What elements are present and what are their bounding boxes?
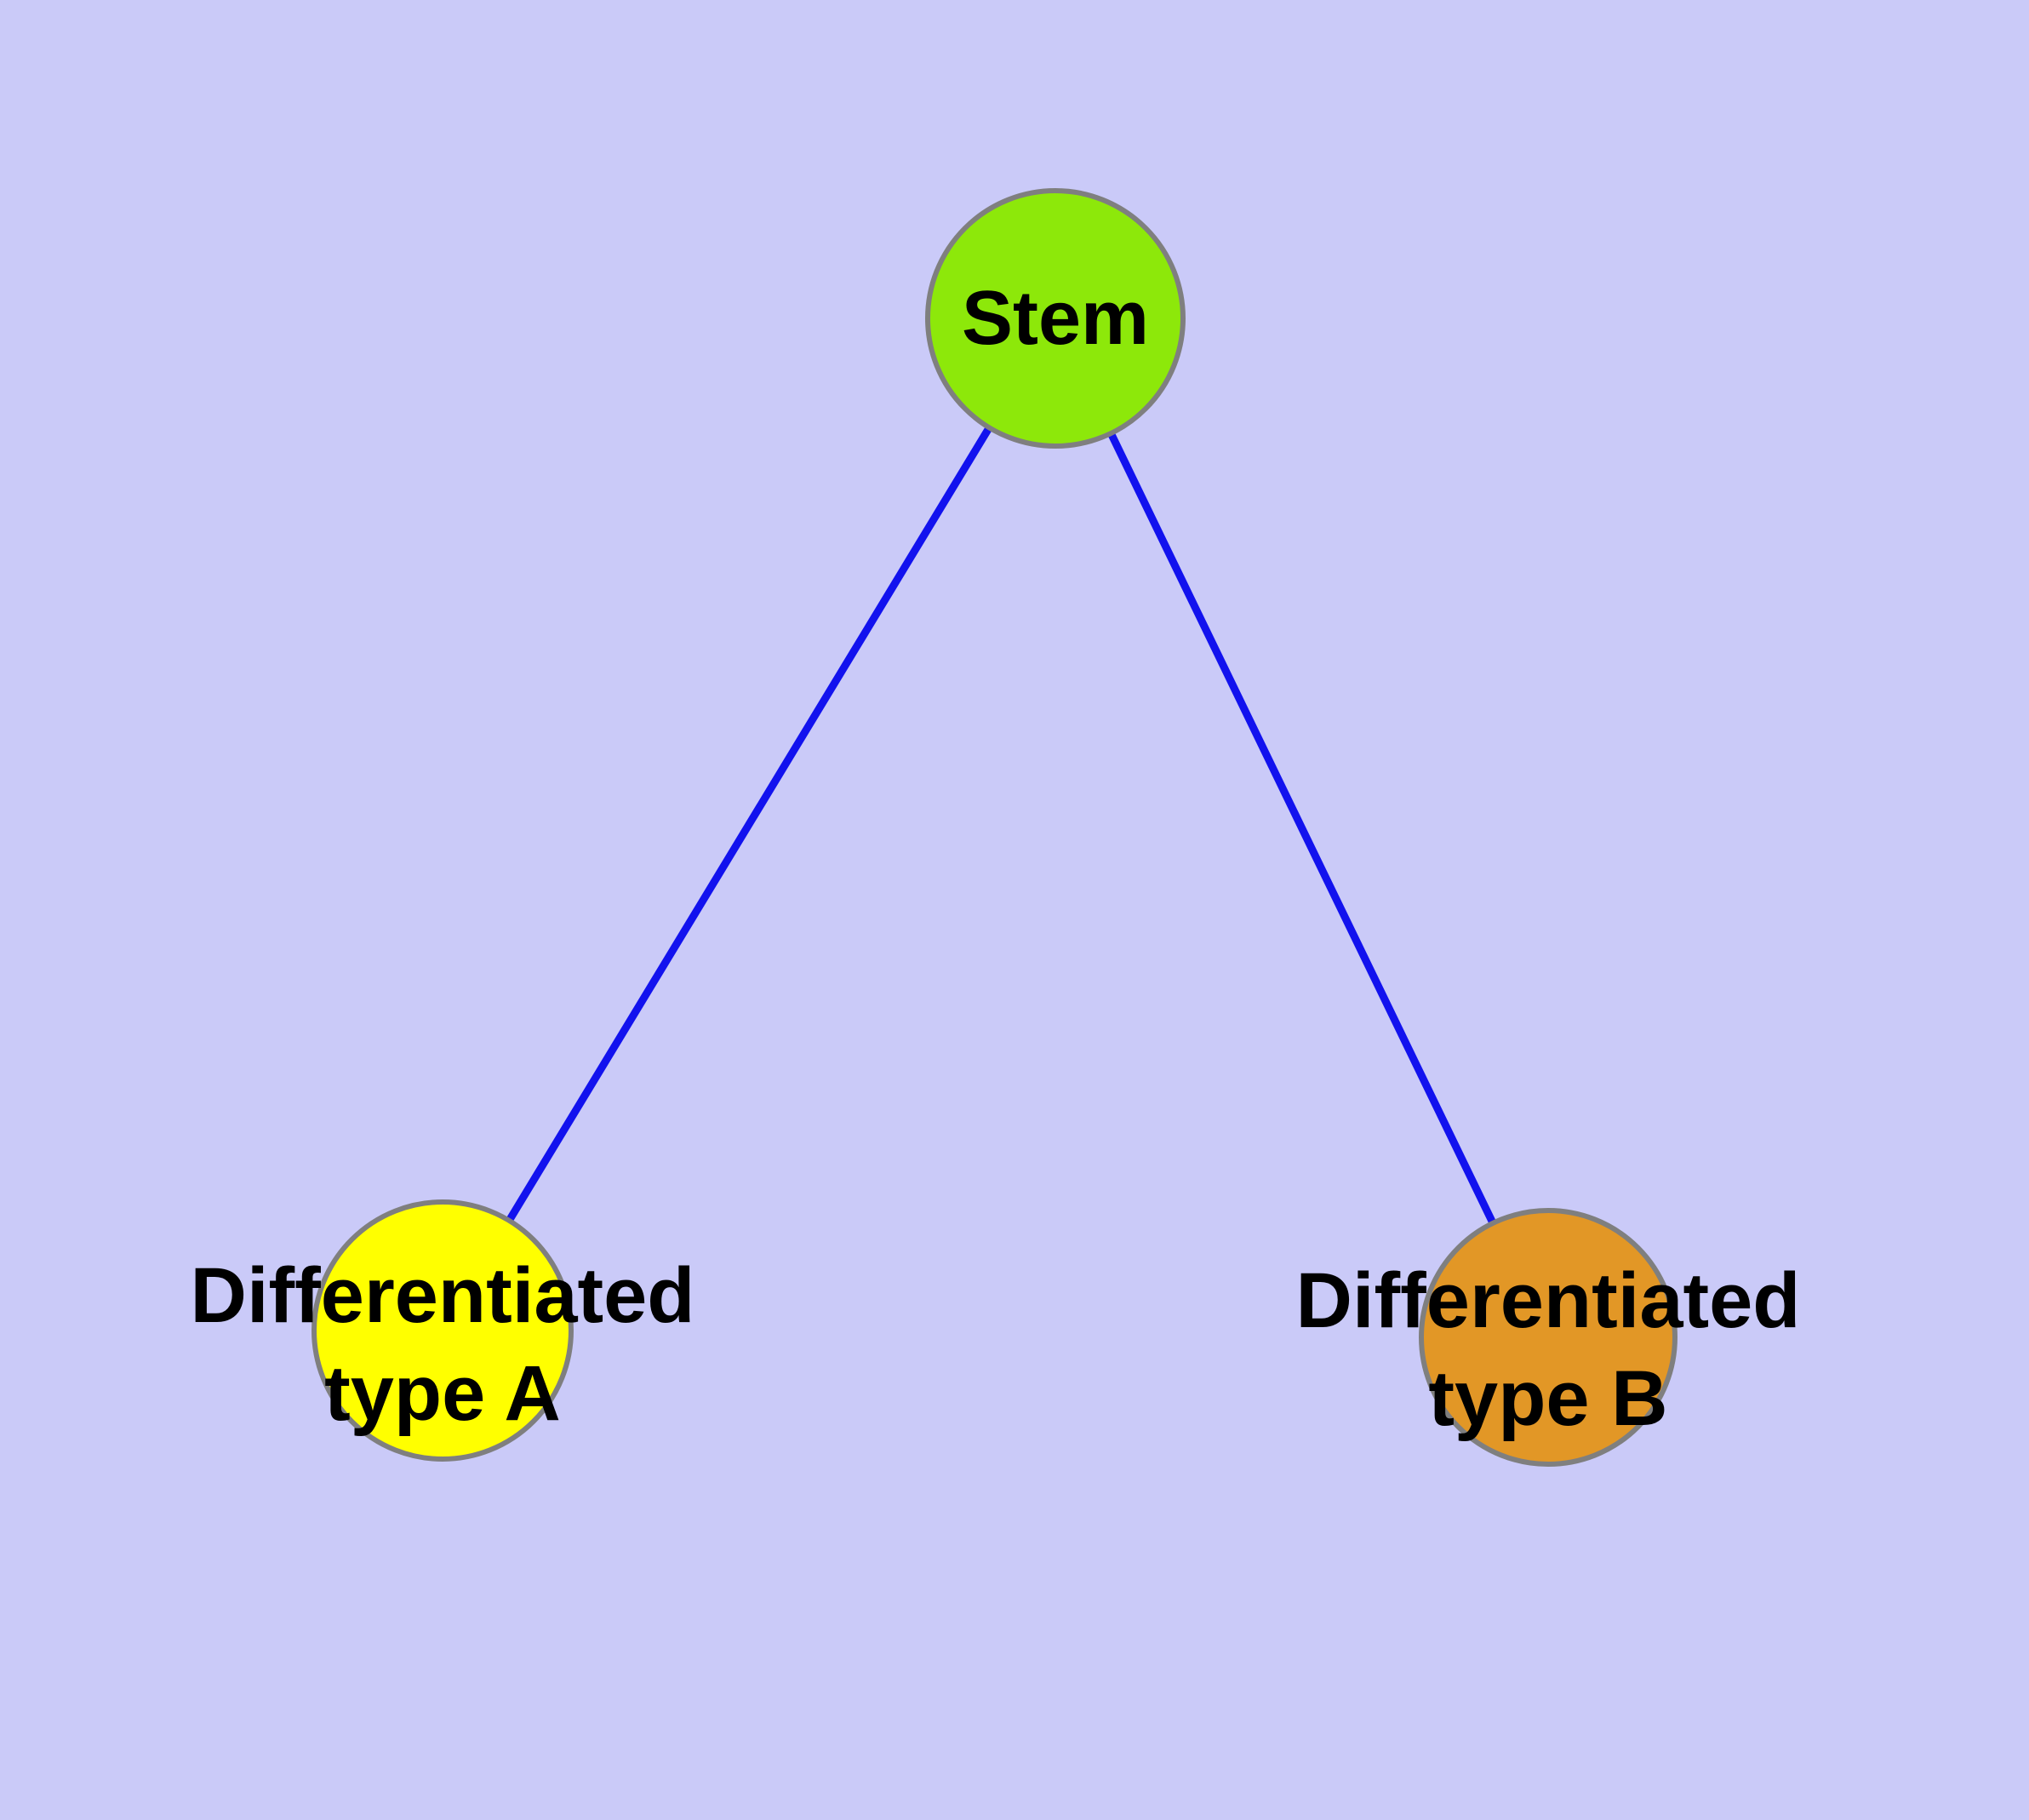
edge-stem-to-type-a: [438, 314, 1060, 1335]
node-differentiated-type-b: [1419, 1208, 1677, 1467]
node-differentiated-type-a: [311, 1199, 574, 1462]
node-stem: [925, 188, 1186, 449]
edge-stem-to-type-b: [1051, 314, 1552, 1342]
